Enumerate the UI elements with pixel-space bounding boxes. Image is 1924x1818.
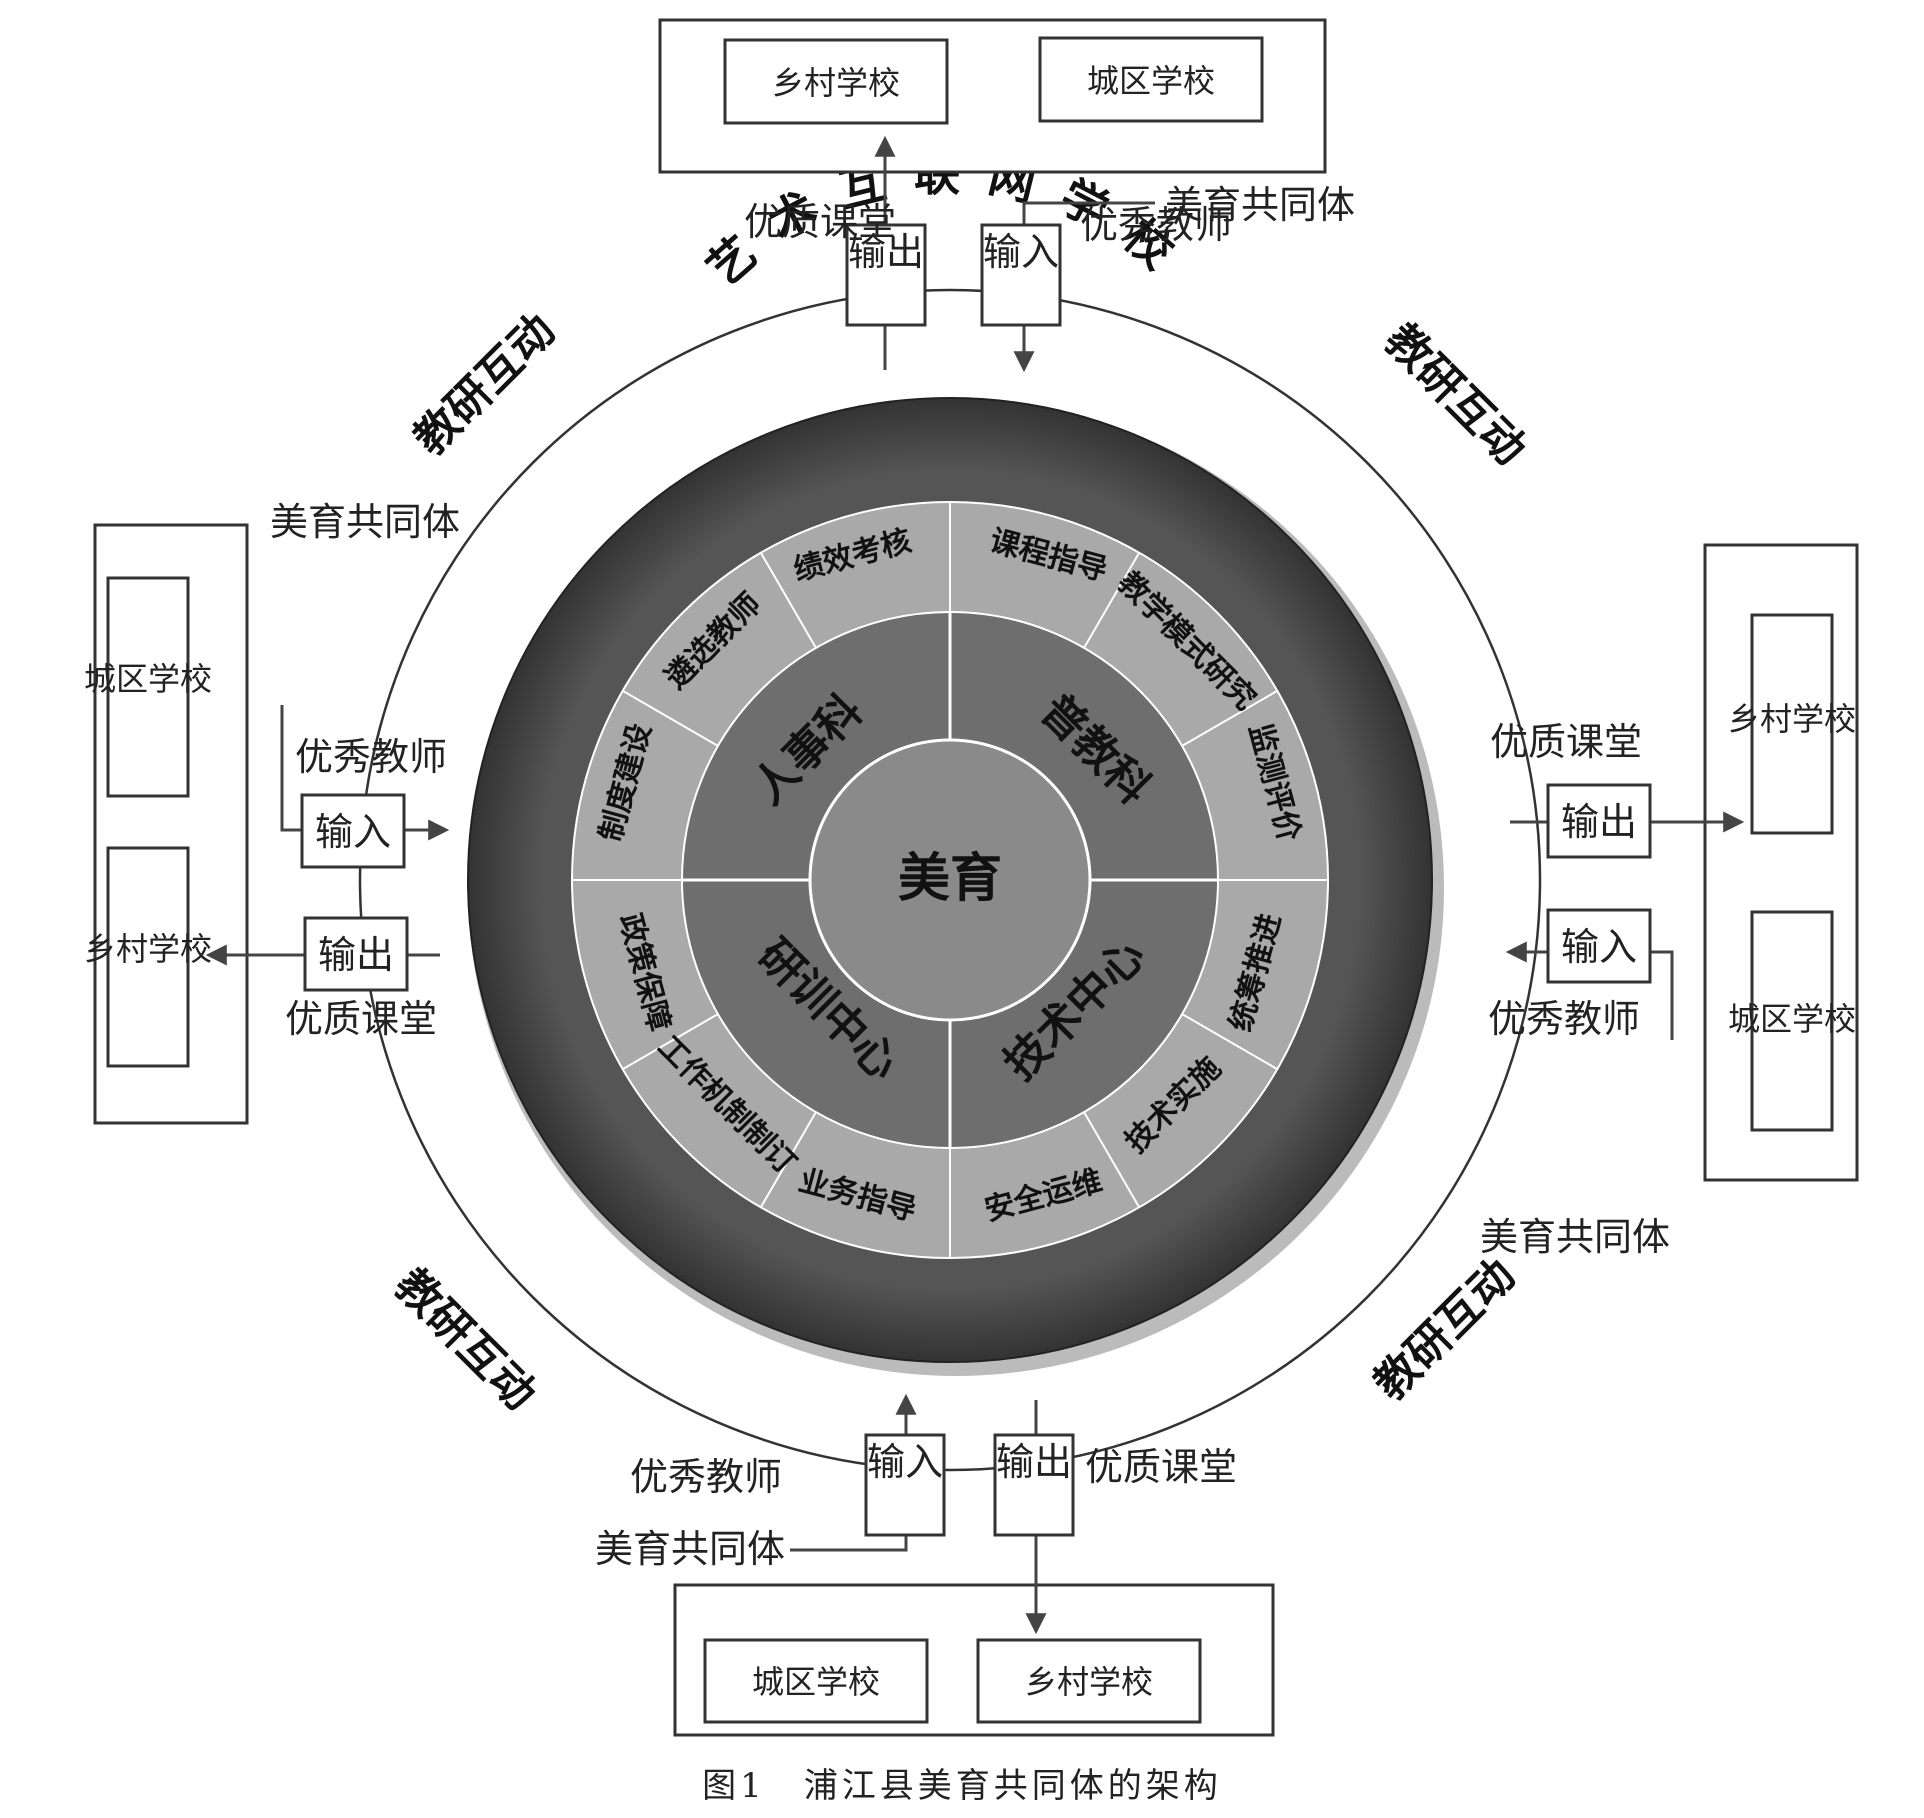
top-output-box [845,223,927,327]
bottom-input-box [864,1433,946,1537]
right-community-label: 美育共同体 [1480,1215,1670,1259]
left-output-label: 输出 [318,933,394,977]
bottom-rural-school-box [976,1638,1202,1724]
left-input-label: 输入 [315,810,391,854]
top-input-box [980,223,1062,327]
right-input-box [1546,908,1652,984]
left-community-label: 美育共同体 [270,500,460,544]
bottom-rural-school-label: 乡村学校 [1025,1663,1153,1701]
top-rural-school-box [723,38,949,125]
top-community-label: 美育共同体 [1165,183,1355,227]
right-quality-class-label: 优质课堂 [1490,720,1642,764]
top-urban-school-box [1038,36,1264,123]
right-excellent-teacher-label: 优秀教师 [1488,997,1640,1041]
left-excellent-teacher-label: 优秀教师 [295,735,447,779]
interaction-ring [358,288,1542,1472]
top-input-label: 输入 [983,230,1059,274]
top-urban-school-label: 城区学校 [1087,62,1215,100]
bottom-community-label: 美育共同体 [595,1527,785,1571]
right-rural-school-label: 乡村学校 [1728,700,1856,738]
right-rural-school-box [1750,613,1834,835]
interaction-label-bottom-left: 教研互动 [385,1259,546,1420]
right-input-label: 输入 [1561,925,1637,969]
left-rural-school-box [106,846,190,1068]
top-output-label: 输出 [848,230,924,274]
left-input-box [300,793,406,869]
left-output-box [303,916,409,992]
bottom-urban-school-label: 城区学校 [752,1663,880,1701]
left-quality-class-label: 优质课堂 [285,997,437,1041]
top-rural-school-label: 乡村学校 [772,64,900,102]
interaction-label-top-right: 教研互动 [1375,314,1536,475]
right-output-box [1546,783,1652,859]
interaction-label-top-left: 教研互动 [404,304,565,465]
center-label: 美育 [898,849,1002,909]
bottom-quality-class-label: 优质课堂 [1085,1445,1237,1489]
bottom-excellent-teacher-label: 优秀教师 [630,1455,782,1499]
top-quality-class-label: 优质课堂 [744,200,896,244]
bottom-output-label: 输出 [996,1440,1072,1484]
left-rural-school-label: 乡村学校 [84,930,212,968]
section-dividers [572,502,1328,1258]
left-urban-school-box [106,576,190,798]
bottom-output-box [993,1433,1075,1537]
right-urban-school-box [1750,910,1834,1132]
top-excellent-teacher-label: 优秀教师 [1080,203,1232,247]
right-output-label: 输出 [1561,800,1637,844]
department-dividers [682,612,1218,1148]
bottom-urban-school-box [703,1638,929,1724]
figure-caption: 图1 浦江县美育共同体的架构 [702,1766,1222,1806]
bottom-input-label: 输入 [867,1440,943,1484]
right-urban-school-label: 城区学校 [1728,1000,1856,1038]
svg-text:优质课堂: 优质课堂 [744,200,896,244]
left-urban-school-label: 城区学校 [84,660,212,698]
